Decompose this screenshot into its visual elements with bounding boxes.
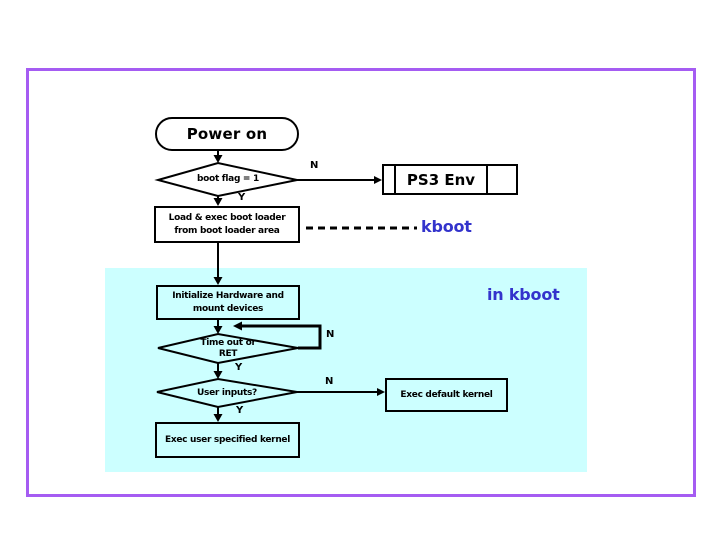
- arrow-bootflag-yes-to-load: [213, 196, 223, 206]
- arrow-init-to-timeout: [213, 320, 223, 334]
- exec-user-label: Exec user specified kernel: [164, 434, 291, 445]
- in-kboot-annotation: in kboot: [487, 285, 560, 304]
- edge-label-bootflag-y: Y: [238, 192, 246, 203]
- kboot-annotation: kboot: [421, 217, 472, 236]
- node-exec-default: Exec default kernel: [385, 378, 508, 412]
- exec-default-label: Exec default kernel: [400, 389, 493, 400]
- edge-label-userinputs-y: Y: [236, 405, 244, 416]
- user-inputs-label: User inputs?: [197, 387, 257, 398]
- node-exec-user: Exec user specified kernel: [155, 422, 300, 458]
- init-hardware-label: Initialize Hardware and mount devices: [172, 290, 284, 314]
- arrow-bootflag-no-to-ps3: [297, 176, 382, 184]
- node-user-inputs: User inputs?: [157, 380, 297, 406]
- power-on-label: Power on: [186, 125, 268, 143]
- node-power-on: Power on: [155, 117, 299, 151]
- edge-label-timeout-y: Y: [235, 362, 243, 373]
- arrow-load-to-init: [213, 243, 223, 285]
- arrow-userinputs-yes-to-execuser: [213, 407, 223, 422]
- ps3-env-label: PS3 Env: [406, 170, 476, 189]
- edge-label-bootflag-n: N: [310, 160, 319, 171]
- in-kboot-region: [105, 268, 587, 472]
- node-ps3-env: PS3 Env: [382, 164, 518, 195]
- arrow-timeout-no-loop: [233, 321, 322, 350]
- ps3-env-right-bar: [486, 166, 488, 193]
- time-out-label: Time out or RET: [200, 338, 256, 359]
- boot-flag-label: boot flag = 1: [197, 174, 259, 184]
- node-time-out: Time out or RET: [158, 336, 298, 362]
- arrow-poweron-to-bootflag: [213, 151, 223, 163]
- arrow-timeout-yes-to-userinputs: [213, 363, 223, 379]
- edge-label-timeout-n: N: [326, 329, 335, 340]
- node-init-hardware: Initialize Hardware and mount devices: [156, 285, 300, 320]
- ps3-env-left-bar: [394, 166, 396, 193]
- arrow-userinputs-no-to-execdefault: [297, 388, 385, 396]
- outer-frame: [26, 68, 696, 497]
- edge-label-userinputs-n: N: [325, 376, 334, 387]
- node-boot-flag: boot flag = 1: [158, 164, 298, 195]
- load-boot-loader-label: Load & exec boot loader from boot loader…: [168, 212, 286, 236]
- node-load-boot-loader: Load & exec boot loader from boot loader…: [154, 206, 300, 243]
